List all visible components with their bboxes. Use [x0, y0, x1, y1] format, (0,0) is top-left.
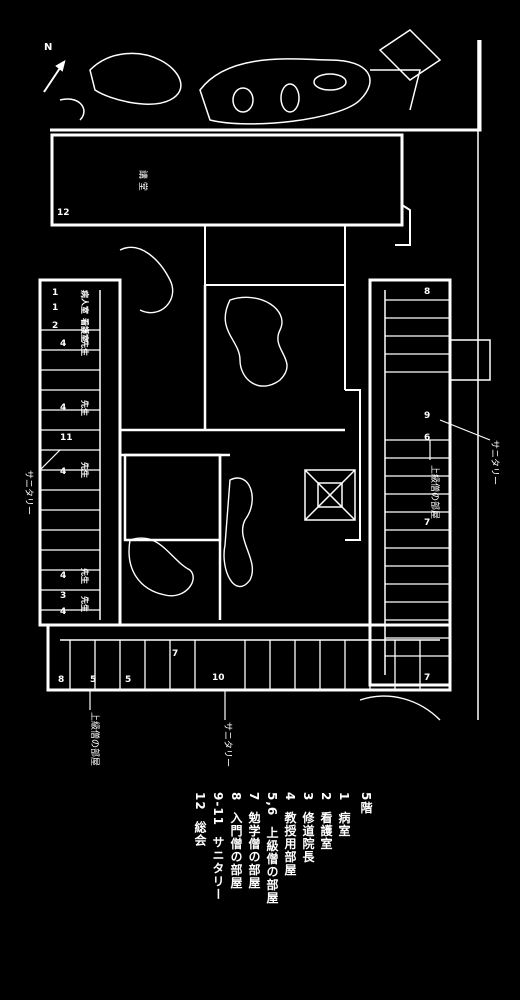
- west-wing: [38, 278, 122, 627]
- room-label-7c: 7: [172, 649, 178, 659]
- site-boundary: [50, 40, 482, 132]
- room-label-7b: 7: [424, 673, 430, 683]
- kanji-sick-room: 病人室: [80, 290, 90, 314]
- kanji-teacher-3: 先生: [80, 462, 90, 478]
- callout-sanitary-bottom: サニタリー: [222, 722, 233, 767]
- room-label-3: 3: [60, 591, 66, 601]
- legend-item: 1病室: [337, 792, 351, 838]
- callout-sanitary-right: サニタリー: [489, 440, 500, 485]
- room-label-5b: 5: [125, 675, 131, 685]
- room-label-4c: 4: [60, 467, 66, 477]
- garden-outlines: [59, 29, 442, 125]
- east-wing: [368, 278, 491, 687]
- callout-labels: サニタリー 上級僧の部屋 サニタリー サニタリー 上級僧の部屋: [23, 440, 500, 767]
- legend-item: 12総会: [193, 792, 207, 847]
- room-label-4d: 4: [60, 571, 66, 581]
- middle-corridor: [120, 285, 345, 620]
- south-wing: [46, 623, 452, 692]
- skylight-icon: [304, 469, 356, 521]
- legend-item: 5,6上級僧の部屋: [265, 792, 279, 905]
- kanji-teacher-1: 先生: [80, 340, 90, 356]
- room-numbers: 12 1 1 2 4 4 11 4 4 3 4 8 9 6 7 7 8 5 10…: [44, 42, 430, 685]
- callout-upper-monk-right: 上級僧の部屋: [429, 465, 441, 519]
- kanji-teacher-2: 先生: [80, 400, 90, 416]
- room-label-4b: 4: [60, 403, 66, 413]
- legend-item: 8入門僧の部屋: [229, 792, 243, 890]
- room-label-12: 12: [57, 208, 70, 218]
- callout-upper-monk-bottom: 上級僧の部屋: [89, 712, 101, 766]
- legend-item: 2看護室: [319, 792, 333, 851]
- room-label-11: 11: [60, 433, 73, 443]
- room-kanji: 病人室 看護室 先生 先生 先生 先生 先生: [80, 290, 90, 612]
- assembly-hall-label: 講 堂: [137, 170, 149, 191]
- legend-item: 3修道院長: [301, 792, 315, 864]
- legend-item: 9-11サニタリー: [211, 792, 225, 902]
- north-mark: N: [44, 42, 52, 53]
- room-label-4e: 4: [60, 607, 66, 617]
- room-label-5a: 5: [90, 675, 96, 685]
- callout-sanitary-left: サニタリー: [23, 470, 34, 515]
- legend-item: 4教授用部屋: [283, 792, 297, 877]
- room-label-7a: 7: [424, 518, 430, 528]
- legend: 5階 1病室 2看護室 3修道院長 4教授用部屋 5,6上級僧の部屋 7勉学僧の…: [188, 792, 388, 982]
- kanji-teacher-4: 先生: [80, 568, 90, 584]
- kanji-teacher-5: 先生: [80, 596, 90, 612]
- north-arrow-icon: [43, 59, 66, 93]
- courtyard-garden: [119, 246, 441, 721]
- assembly-hall: [50, 133, 411, 246]
- room-label-8a: 8: [424, 287, 430, 297]
- room-label-6: 6: [424, 433, 430, 443]
- room-label-10: 10: [212, 673, 225, 683]
- room-label-1b: 1: [52, 303, 58, 313]
- legend-item: 7勉学僧の部屋: [247, 792, 261, 890]
- room-label-9: 9: [424, 411, 430, 421]
- callout-leaders: [39, 419, 491, 720]
- room-label-8b: 8: [58, 675, 64, 685]
- room-label-2: 2: [52, 321, 58, 331]
- courtyard: [204, 224, 361, 541]
- room-label-4a: 4: [60, 339, 66, 349]
- legend-title: 5階: [359, 792, 373, 815]
- room-label-1a: 1: [52, 288, 58, 298]
- kanji-nurse-room: 看護室: [80, 317, 90, 342]
